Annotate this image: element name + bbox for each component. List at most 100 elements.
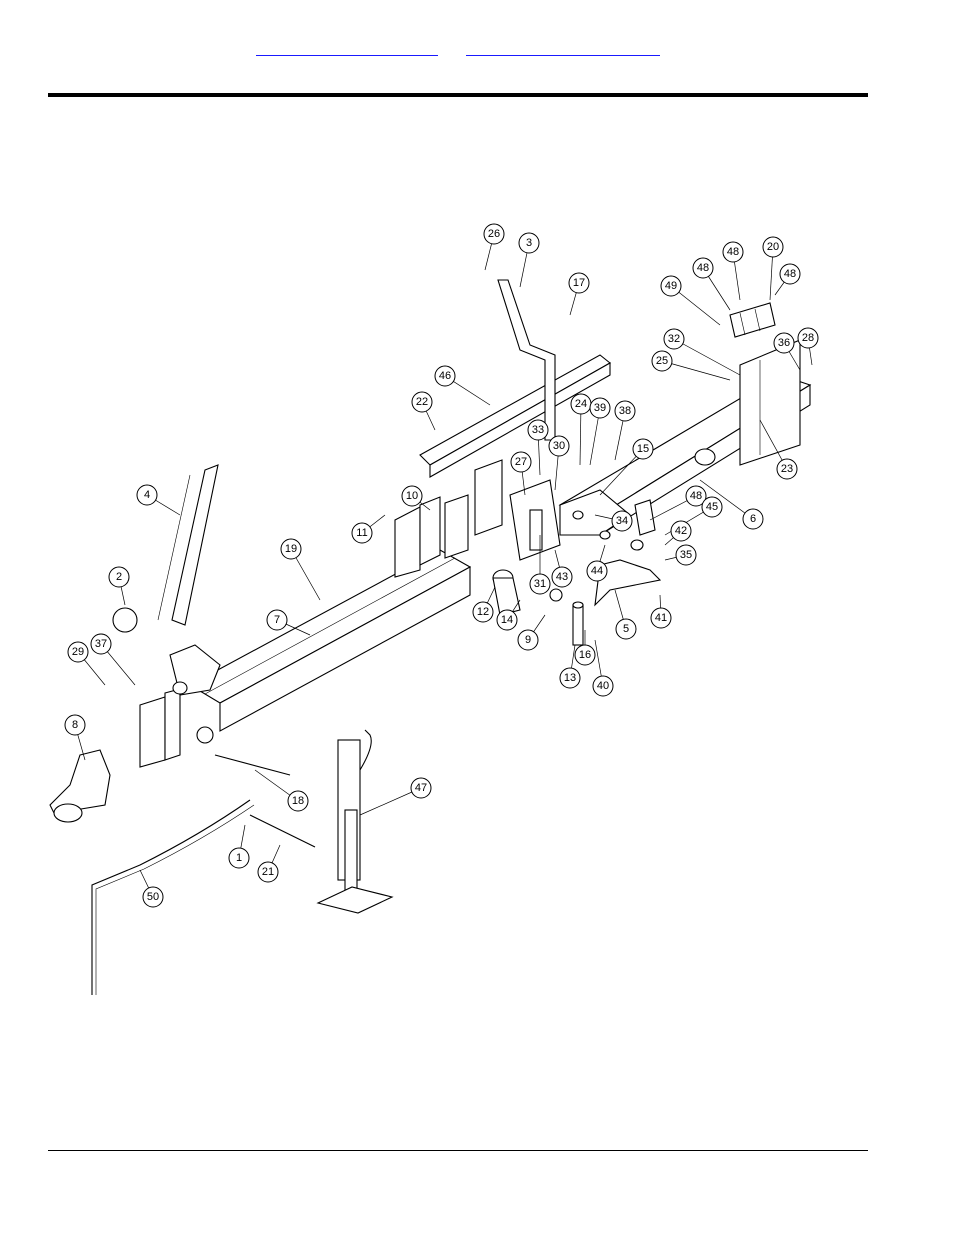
callout-label: 24 <box>575 398 587 410</box>
callout-10: 10 <box>401 485 423 507</box>
callout-label: 48 <box>727 246 739 258</box>
callout-circle <box>611 510 633 532</box>
header-link-1[interactable] <box>256 41 438 56</box>
callout-circle <box>650 607 672 629</box>
callout-40: 40 <box>592 675 614 697</box>
callout-label: 19 <box>285 543 297 555</box>
callout-circle <box>779 263 801 285</box>
callout-label: 10 <box>406 490 418 502</box>
callout-circle <box>589 397 611 419</box>
callout-label: 21 <box>262 866 274 878</box>
callout-circle <box>510 451 532 473</box>
callout-label: 38 <box>619 405 631 417</box>
callout-28: 28 <box>797 327 819 349</box>
callout-39: 39 <box>589 397 611 419</box>
callout-label: 41 <box>655 612 667 624</box>
callout-circle <box>675 544 697 566</box>
callout-circle <box>496 609 518 631</box>
callout-circle <box>574 644 596 666</box>
callout-circle <box>64 714 86 736</box>
leader-line <box>359 787 422 816</box>
callout-label: 26 <box>488 228 500 240</box>
top-rule <box>48 93 868 97</box>
callout-41: 41 <box>650 607 672 629</box>
leader-line <box>661 360 731 381</box>
callout-circle <box>472 601 494 623</box>
callout-label: 28 <box>802 332 814 344</box>
callout-3: 3 <box>518 232 540 254</box>
callout-11: 11 <box>351 522 373 544</box>
callout-label: 18 <box>292 795 304 807</box>
callout-label: 32 <box>668 333 680 345</box>
hitch-bolts <box>112 607 316 848</box>
callout-circle <box>527 419 549 441</box>
callout-48: 48 <box>692 257 714 279</box>
callout-label: 46 <box>439 370 451 382</box>
jack-stand <box>316 729 394 914</box>
callout-label: 14 <box>501 614 513 626</box>
pin-parts <box>549 588 584 646</box>
callout-label: 1 <box>236 852 242 864</box>
leader-line <box>673 338 741 376</box>
callout-17: 17 <box>568 272 590 294</box>
callout-20: 20 <box>762 236 784 258</box>
callout-label: 31 <box>534 578 546 590</box>
callout-label: 39 <box>594 402 606 414</box>
callout-label: 25 <box>656 355 668 367</box>
callout-label: 30 <box>553 440 565 452</box>
callout-circle <box>287 790 309 812</box>
callout-33: 33 <box>527 419 549 441</box>
upper-toolbar-tube <box>419 354 611 478</box>
callout-circle <box>434 365 456 387</box>
main-frame-tube <box>188 549 472 732</box>
callout-8: 8 <box>64 714 86 736</box>
callout-circle <box>228 847 250 869</box>
callout-7: 7 <box>266 609 288 631</box>
callout-label: 6 <box>750 513 756 525</box>
callout-label: 27 <box>515 456 527 468</box>
callout-circle <box>615 618 637 640</box>
callout-18: 18 <box>287 790 309 812</box>
callout-circle <box>518 232 540 254</box>
callout-label: 16 <box>579 649 591 661</box>
callout-42: 42 <box>670 520 692 542</box>
callout-circle <box>280 538 302 560</box>
callout-label: 45 <box>706 501 718 513</box>
callout-circle <box>108 566 130 588</box>
callout-circle <box>685 485 707 507</box>
callout-label: 43 <box>556 571 568 583</box>
callout-circle <box>529 573 551 595</box>
callout-label: 48 <box>690 490 702 502</box>
callout-label: 42 <box>675 525 687 537</box>
callout-circle <box>142 886 164 908</box>
callout-47: 47 <box>410 777 432 799</box>
callout-31: 31 <box>529 573 551 595</box>
callout-26: 26 <box>483 223 505 245</box>
callout-label: 17 <box>573 277 585 289</box>
callout-label: 49 <box>665 280 677 292</box>
callout-32: 32 <box>663 328 685 350</box>
callout-circle <box>410 777 432 799</box>
callout-circle <box>67 641 89 663</box>
callout-24: 24 <box>570 393 592 415</box>
safety-chain <box>91 799 255 995</box>
callout-label: 9 <box>525 634 531 646</box>
callout-43: 43 <box>551 566 573 588</box>
callout-label: 15 <box>637 443 649 455</box>
callout-19: 19 <box>280 538 302 560</box>
callout-label: 35 <box>680 549 692 561</box>
callout-5: 5 <box>615 618 637 640</box>
callout-14: 14 <box>496 609 518 631</box>
callout-circle <box>660 275 682 297</box>
callout-34: 34 <box>611 510 633 532</box>
mounting-plates <box>394 459 503 578</box>
callout-circle <box>586 560 608 582</box>
callout-circle <box>651 350 673 372</box>
callout-label: 48 <box>784 268 796 280</box>
callout-23: 23 <box>776 458 798 480</box>
callout-25: 25 <box>651 350 673 372</box>
header-link-2[interactable] <box>466 41 660 56</box>
leader-line <box>699 479 754 520</box>
callout-label: 8 <box>72 719 78 731</box>
